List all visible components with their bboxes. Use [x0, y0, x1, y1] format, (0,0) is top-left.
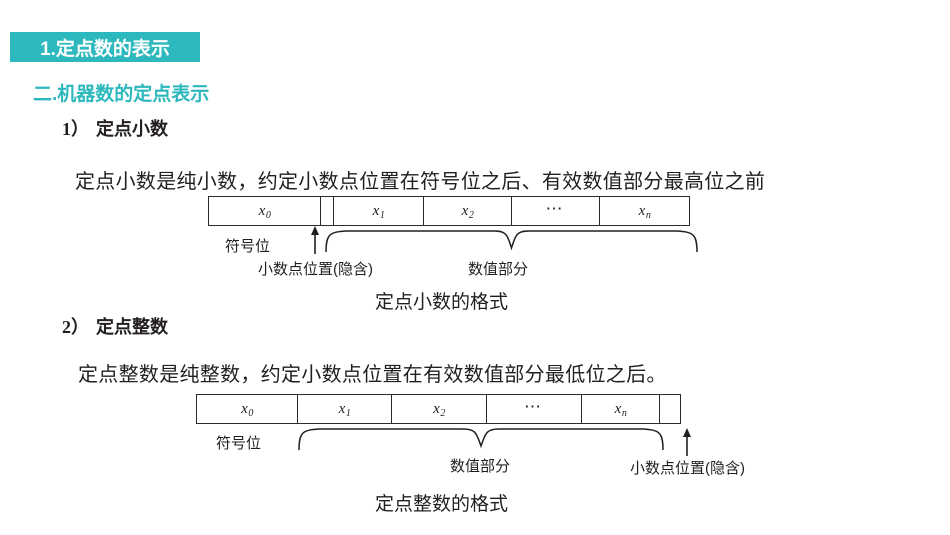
section-heading-fixed-point-fraction: 1） 定点小数: [62, 115, 168, 141]
section-title: 定点整数: [96, 317, 168, 337]
bit-cell-ellipsis: ⋯: [487, 395, 582, 423]
decimal-point-arrow-integer: [683, 428, 691, 456]
slide-subtitle: 二.机器数的定点表示: [33, 84, 210, 105]
figure-caption-integer: 定点整数的格式: [375, 494, 509, 515]
label-value-part-integer: 数值部分: [450, 458, 511, 475]
label-decimal-point-position-integer: 小数点位置(隐含): [630, 460, 745, 477]
decimal-point-arrow-fraction: [311, 226, 319, 254]
decimal-point-cell: [660, 395, 680, 423]
label-decimal-point-position-fraction: 小数点位置(隐含): [258, 261, 373, 278]
section-heading-fixed-point-integer: 2） 定点整数: [62, 313, 168, 339]
label-sign-bit-integer: 符号位: [216, 435, 262, 452]
section-number: 1）: [62, 119, 89, 139]
label-value-part-fraction: 数值部分: [468, 261, 529, 278]
brace-value-part-integer: [298, 428, 664, 450]
label-sign-bit-fraction: 符号位: [225, 238, 271, 255]
bit-cell-ellipsis: ⋯: [512, 197, 600, 225]
slide-title-text: 1.定点数的表示: [40, 38, 170, 60]
slide-title-badge: 1.定点数的表示: [10, 32, 200, 62]
decimal-point-cell: [321, 197, 334, 225]
figure-caption-fraction: 定点小数的格式: [375, 292, 509, 313]
brace-value-part-fraction: [325, 230, 698, 252]
section-title: 定点小数: [96, 119, 168, 139]
section-number: 2）: [62, 317, 89, 337]
section-body-fixed-point-fraction: 定点小数是纯小数，约定小数点位置在符号位之后、有效数值部分最高位之前: [75, 171, 766, 193]
section-body-fixed-point-integer: 定点整数是纯整数，约定小数点位置在有效数值部分最低位之后。: [78, 364, 667, 386]
